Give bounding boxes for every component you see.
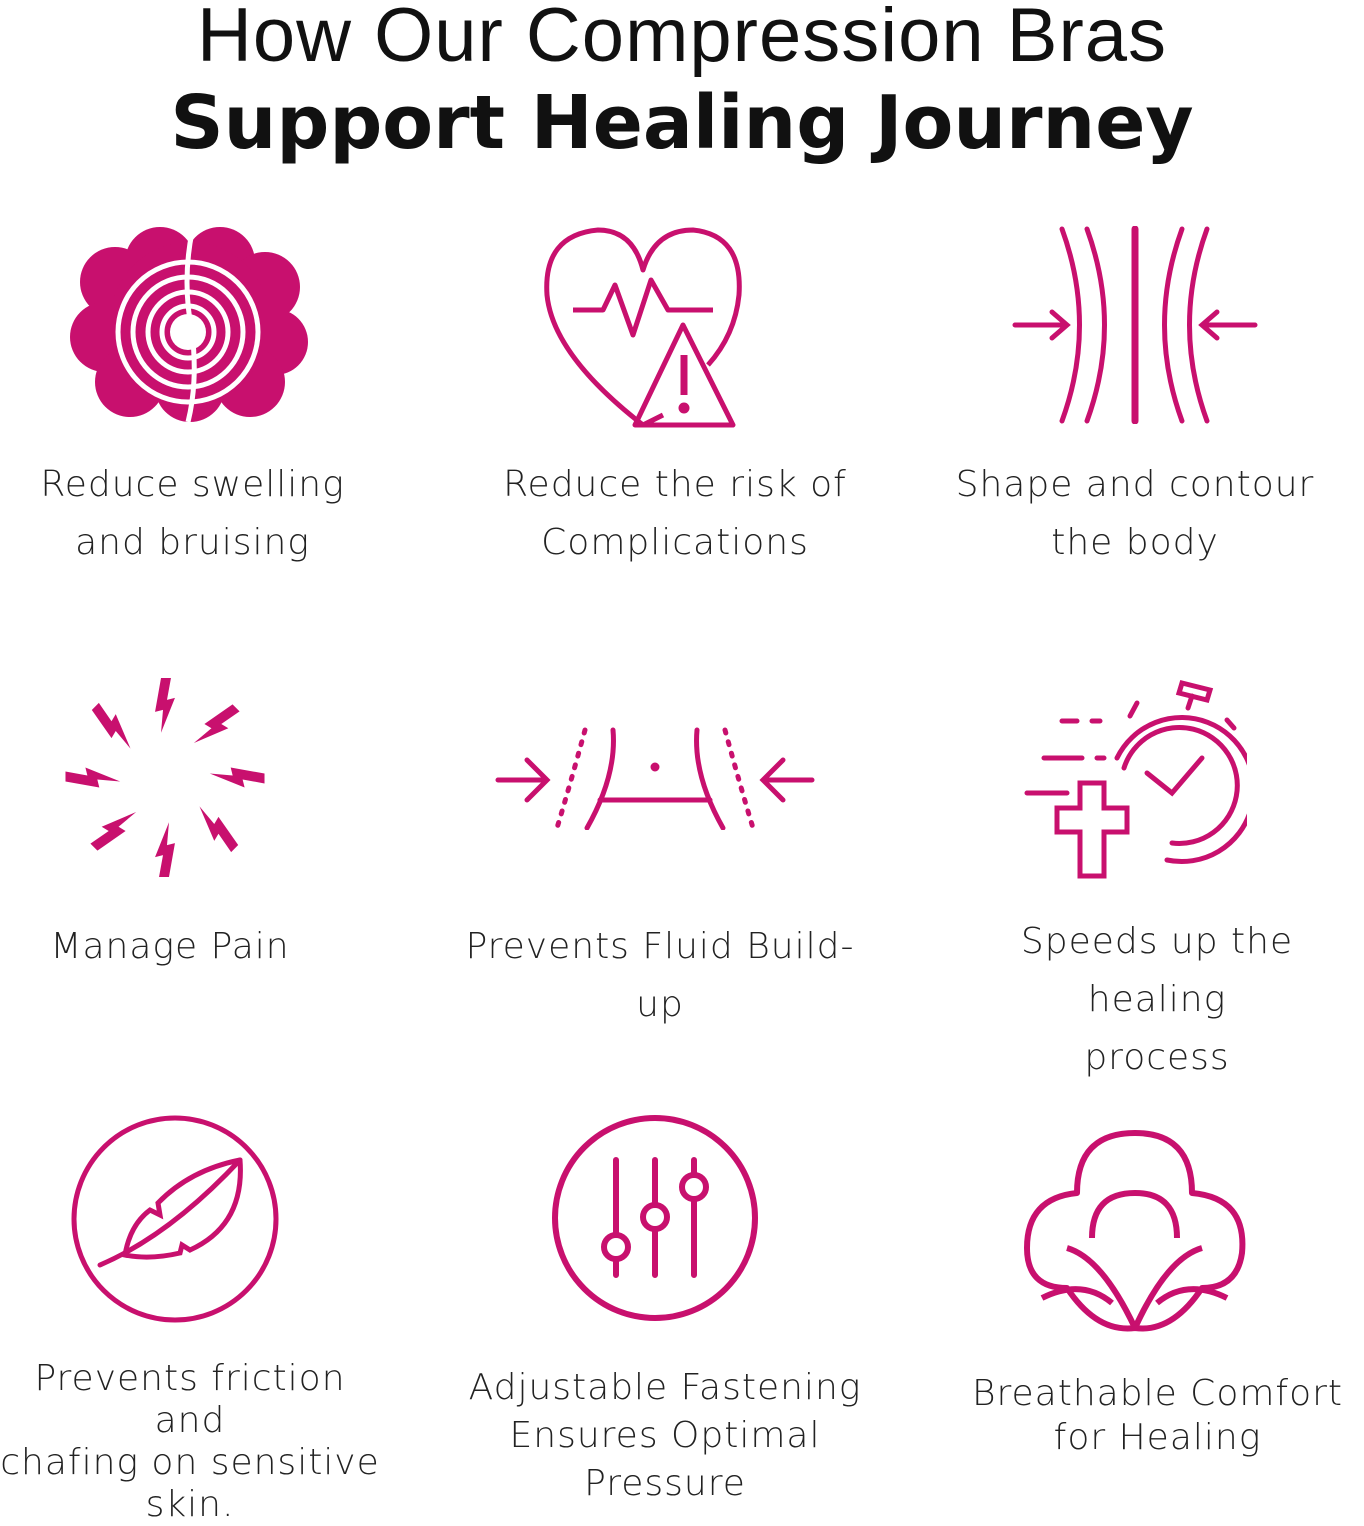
caption-fluid-buildup: Prevents Fluid Build-up: [465, 926, 855, 1025]
feather-icon: [70, 1115, 280, 1323]
title-line-1: How Our Compression Bras: [196, 0, 1168, 78]
title-line-2: Support Healing Journey: [170, 80, 1194, 166]
cotton-icon: [1022, 1128, 1248, 1333]
heart-warning-icon: [543, 225, 745, 435]
caption-manage-pain: Manage Pain: [50, 926, 290, 967]
sliders-icon: [552, 1115, 758, 1321]
brain-maze-icon: [70, 227, 308, 427]
stopwatch-cross-icon: [1022, 678, 1247, 880]
compression-arrows-icon: [1012, 226, 1258, 424]
pain-burst-icon: [65, 677, 265, 878]
waist-arrows-icon: [495, 725, 815, 830]
